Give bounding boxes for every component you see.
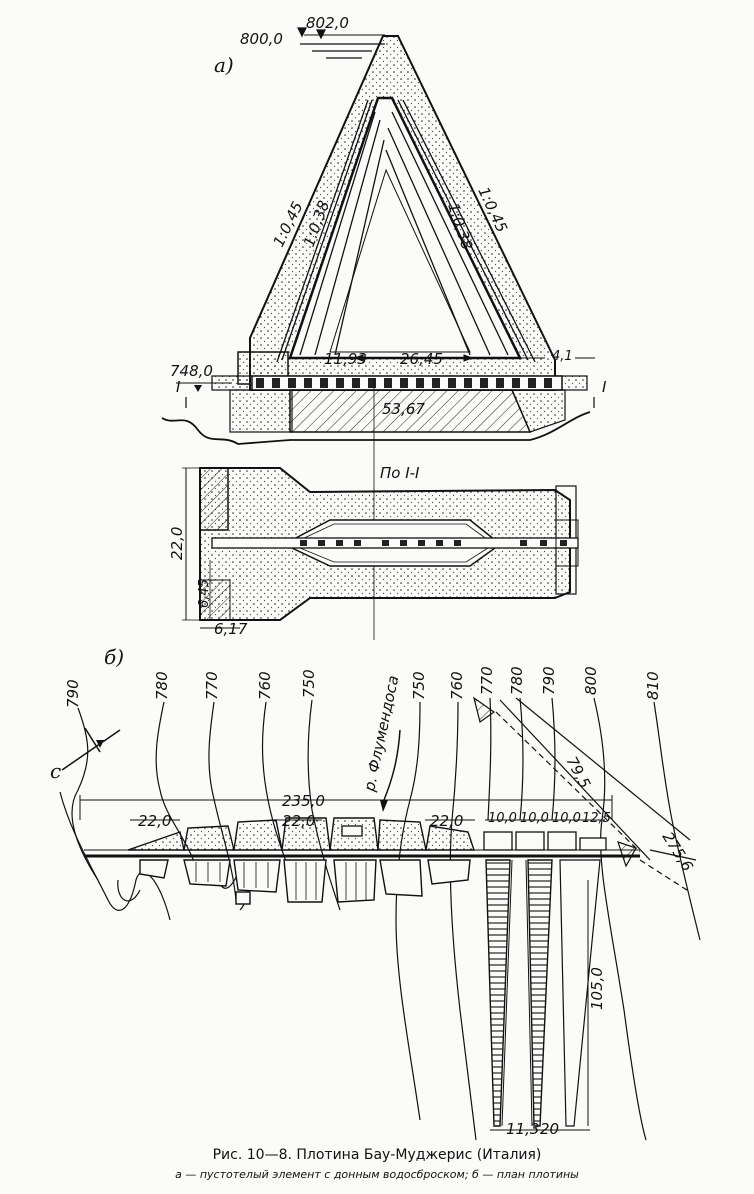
dim-10-0-a: 10,0 <box>488 811 517 826</box>
plan-left-block <box>199 467 229 531</box>
buttress-tails <box>139 859 471 905</box>
elevation-802-label: 802,0 <box>306 14 349 32</box>
contour-770-right: 770 <box>478 666 496 695</box>
dim-10-0-c: 10,0 <box>552 811 581 826</box>
plan-section: По I-I 22,0 6,45 6,17 <box>168 464 579 638</box>
contour-790-left: 790 <box>64 679 82 708</box>
contour-810: 810 <box>644 671 662 700</box>
orientation-line <box>61 729 121 771</box>
part-b-label: б) <box>104 645 124 669</box>
dim-11-93: 11,93 <box>324 350 367 368</box>
dim-11-3: 11,3 <box>506 1120 539 1138</box>
dim-6-17: 6,17 <box>214 620 248 638</box>
contour-760-left: 760 <box>256 671 274 700</box>
dim-235-line <box>79 795 613 821</box>
right-blocks <box>341 825 607 851</box>
contour-750-right: 750 <box>410 671 428 700</box>
contour-790-right: 790 <box>540 666 558 695</box>
point-c: с <box>50 759 61 783</box>
contour-750-left: 750 <box>300 669 318 698</box>
contour-800: 800 <box>582 666 600 695</box>
plan-gallery <box>211 537 579 549</box>
water-level <box>297 27 385 59</box>
dim-275-6: 275,6 <box>659 829 697 875</box>
section-mark-right: I <box>602 378 607 396</box>
buttress-heads <box>127 817 475 851</box>
contour-780-right: 780 <box>508 666 526 695</box>
contour-770-left: 770 <box>203 671 221 700</box>
dim-6-45: 6,45 <box>197 579 212 608</box>
contour-780-left: 780 <box>153 671 171 700</box>
contour-760-right: 760 <box>448 671 466 700</box>
section-b: б) 790 780 770 760 750 750 760 770 780 7… <box>50 645 701 1141</box>
dim-22-0-right: 22,0 <box>430 812 463 830</box>
dim-53-67: 53,67 <box>382 400 425 418</box>
part-a-label: а) <box>214 53 234 77</box>
dim-22-0-plan: 22,0 <box>168 527 186 560</box>
left-base-block <box>229 389 293 433</box>
dim-26-45: 26,45 <box>400 350 443 368</box>
dim-235-0: 235,0 <box>282 792 325 810</box>
right-base-block <box>511 389 566 433</box>
elevation-748-label: 748,0 <box>170 362 213 380</box>
dim-12-5: 12,5 <box>582 811 611 826</box>
river-arrow <box>383 729 401 801</box>
spillway-chute <box>485 859 601 1127</box>
diagonal-lines <box>473 696 697 893</box>
dim-22-0-left: 22,0 <box>138 812 171 830</box>
plan-title: По I-I <box>380 464 420 482</box>
inner-wall-lines <box>276 99 536 363</box>
caption-main: Рис. 10—8. Плотина Бау-Муджерис (Италия) <box>212 1147 542 1163</box>
caption-sub: а — пустотелый элемент с донным водосбро… <box>175 1168 579 1181</box>
ground-line <box>161 411 591 445</box>
elevation-800-label: 800,0 <box>240 30 283 48</box>
river-label: р. Флумендоса <box>360 674 402 794</box>
dim-20: 20 <box>540 1120 559 1138</box>
section-a: 802,0 800,0 а) 1:0,45 1:0,38 1:0,38 1:0,… <box>161 14 607 640</box>
dim-10-0-b: 10,0 <box>520 811 549 826</box>
dim-line-top <box>300 354 595 362</box>
dim-4-1: 4,1 <box>552 349 573 364</box>
bottom-gallery <box>251 375 563 391</box>
buttress-hatching <box>195 862 367 900</box>
inner-void-triangle <box>329 168 471 353</box>
section-mark-left: I <box>176 378 181 396</box>
dim-105-0: 105,0 <box>588 967 606 1010</box>
